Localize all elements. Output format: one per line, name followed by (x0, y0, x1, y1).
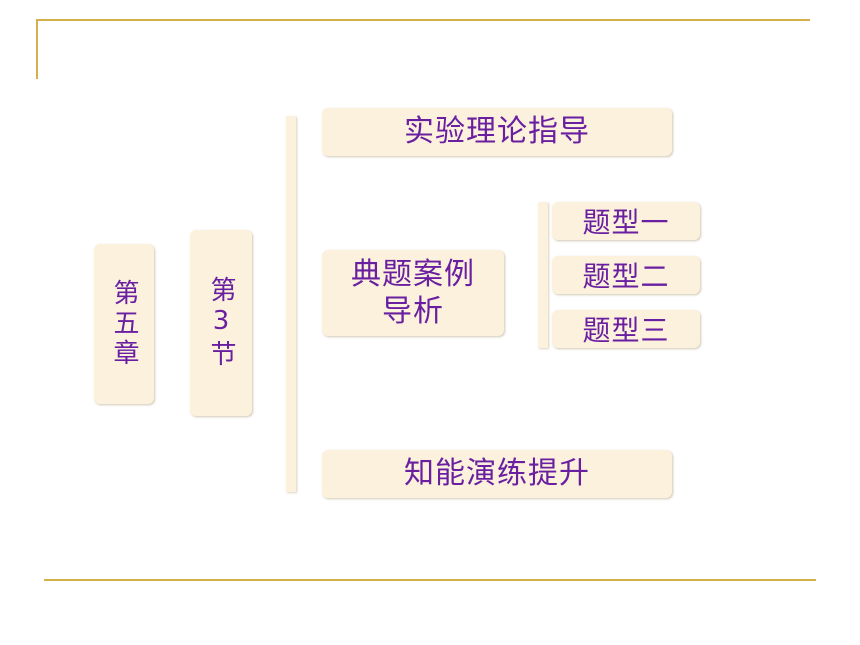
topic-practice-improvement-label: 知能演练提升 (404, 456, 590, 492)
topic-experiment-theory[interactable]: 实验理论指导 (322, 108, 672, 156)
subtopic-type-3-label: 题型三 (582, 314, 670, 347)
subtopic-type-2-label: 题型二 (582, 260, 670, 293)
section-text: 第3节 (206, 276, 236, 370)
subtopic-type-1[interactable]: 题型一 (552, 202, 700, 240)
chapter-text: 第五章 (109, 279, 139, 369)
main-connector-bar (286, 116, 296, 492)
top-rule-vertical (36, 19, 38, 79)
topic-example-analysis-label: 典题案例导析 (351, 256, 475, 330)
topic-experiment-theory-label: 实验理论指导 (404, 114, 590, 150)
subtopic-type-3[interactable]: 题型三 (552, 310, 700, 348)
subtopic-type-2[interactable]: 题型二 (552, 256, 700, 294)
bottom-rule (44, 579, 816, 581)
section-label: 第3节 (190, 230, 252, 416)
sub-connector-bar (538, 202, 548, 348)
topic-example-analysis[interactable]: 典题案例导析 (322, 250, 504, 336)
top-rule-horizontal (36, 19, 810, 21)
topic-practice-improvement[interactable]: 知能演练提升 (322, 450, 672, 498)
subtopic-type-1-label: 题型一 (582, 206, 670, 239)
chapter-label: 第五章 (94, 244, 154, 404)
